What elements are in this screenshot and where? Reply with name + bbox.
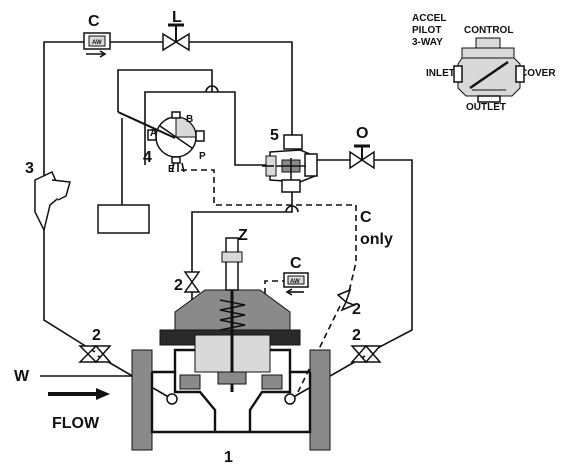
label-c-mid: C: [290, 255, 302, 272]
label-o: O: [356, 125, 368, 142]
strainer-3: [34, 170, 71, 233]
needle-valve-2-right-upper: [336, 288, 357, 312]
label-l: L: [172, 9, 182, 26]
label-z: Z: [238, 227, 248, 244]
inlet-port-dot: [166, 393, 178, 405]
inset-title-line3: 3-WAY: [412, 37, 443, 48]
ball-valve-o: [349, 144, 375, 170]
label-3: 3: [25, 160, 34, 177]
aw-top-label: AW: [92, 40, 102, 46]
cock-2-left-lower: [78, 345, 112, 363]
check-valve-c-top: AW: [83, 32, 111, 58]
inset-inlet-label: INLET: [426, 68, 455, 79]
port-b-label: B: [186, 114, 193, 125]
inset-title-line1: ACCEL: [412, 13, 446, 24]
inset-control-label: CONTROL: [464, 25, 513, 36]
tube-crossover-mid: [285, 205, 299, 213]
c-only-label-only: only: [360, 231, 393, 248]
check-valve-c-mid: AW: [283, 272, 309, 296]
label-5: 5: [270, 127, 279, 144]
pilot-4: [117, 111, 205, 173]
label-c-top: C: [88, 13, 100, 30]
solenoid-box: [97, 204, 150, 234]
main-valve-body-1: [131, 237, 331, 451]
ball-valve-l: [162, 23, 190, 52]
inset-title-line2: PILOT: [412, 25, 441, 36]
flow-label: FLOW: [52, 415, 100, 432]
port-e-label: E: [168, 164, 175, 175]
outlet-port-dot: [284, 393, 296, 405]
c-only-label-c: C: [360, 209, 372, 226]
needle-valve-2-left-upper: [183, 271, 201, 293]
label-2-right-upper: 2: [352, 301, 361, 318]
accel-pilot-valve-5: [262, 134, 318, 193]
flow-arrow: [48, 388, 110, 400]
label-w: W: [14, 368, 30, 385]
port-a-label: A: [150, 128, 157, 139]
tube-crossover-top: [205, 85, 219, 93]
inset-cover-label: COVER: [520, 68, 556, 79]
aw-mid-label: AW: [290, 279, 300, 285]
cock-2-right-lower: [350, 345, 382, 363]
accel-pilot-inset: ACCEL PILOT 3-WAY CONTROL INLET COVER OU…: [412, 13, 556, 113]
label-2-left-upper: 2: [174, 277, 183, 294]
label-4: 4: [143, 149, 152, 166]
label-1: 1: [224, 449, 233, 466]
port-p-label: P: [199, 151, 206, 162]
label-2-right-lower: 2: [352, 327, 361, 344]
inset-outlet-label: OUTLET: [466, 102, 506, 113]
label-2-left-lower: 2: [92, 327, 101, 344]
